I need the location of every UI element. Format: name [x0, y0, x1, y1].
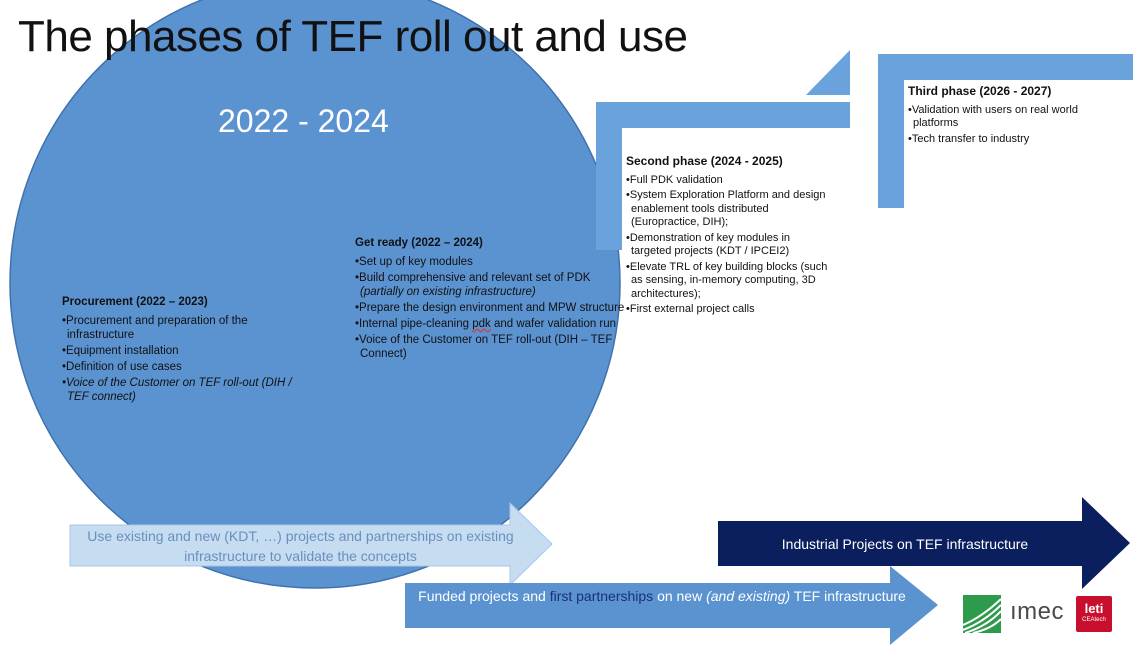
- leti-logo: leti CEAtech: [1076, 596, 1112, 632]
- list-item: Voice of the Customer on TEF roll-out (D…: [355, 333, 630, 361]
- get-ready-heading: Get ready (2022 – 2024): [355, 237, 483, 249]
- years-label: 2022 - 2024: [218, 103, 389, 139]
- list-item: Full PDK validation: [626, 174, 831, 188]
- third-phase-heading: Third phase (2026 - 2027): [908, 84, 1052, 98]
- existing-infra-arrow: [69, 501, 553, 587]
- second-phase-block: Second phase (2024 - 2025) Full PDK vali…: [626, 154, 831, 319]
- list-item: Definition of use cases: [62, 360, 312, 374]
- step-up-arrow: [596, 50, 850, 250]
- list-item: Equipment installation: [62, 344, 312, 358]
- list-item: Prepare the design environment and MPW s…: [355, 301, 630, 315]
- list-item: Internal pipe-cleaning pdk and wafer val…: [355, 317, 630, 331]
- second-phase-heading: Second phase (2024 - 2025): [626, 154, 783, 168]
- get-ready-block: Get ready (2022 – 2024) Set up of key mo…: [355, 236, 630, 363]
- industrial-projects-arrow: [718, 497, 1130, 589]
- list-item: System Exploration Platform and design e…: [626, 189, 831, 230]
- list-item: First external project calls: [626, 303, 831, 317]
- list-item: Demonstration of key modules in targeted…: [626, 232, 831, 259]
- imec-logo: ımec: [1010, 598, 1065, 625]
- green-logo-icon: [963, 595, 1001, 633]
- industrial-projects-text: Industrial Projects on TEF infrastructur…: [781, 536, 1029, 552]
- funded-projects-text: Funded projects and first partnerships o…: [418, 588, 906, 604]
- list-item: Validation with users on real world plat…: [908, 104, 1118, 131]
- page-title: The phases of TEF roll out and use: [18, 12, 688, 61]
- list-item: Build comprehensive and relevant set of …: [355, 271, 630, 299]
- funded-projects-arrow: [405, 566, 938, 645]
- list-item: Procurement and preparation of the infra…: [62, 314, 312, 342]
- third-phase-block: Third phase (2026 - 2027) Validation wit…: [908, 84, 1118, 148]
- list-item: Set up of key modules: [355, 255, 630, 269]
- procurement-block: Procurement (2022 – 2023) Procurement an…: [62, 295, 312, 406]
- list-item: Voice of the Customer on TEF roll-out (D…: [62, 376, 312, 404]
- procurement-heading: Procurement (2022 – 2023): [62, 296, 208, 308]
- list-item: Tech transfer to industry: [908, 133, 1118, 147]
- list-item: Elevate TRL of key building blocks (such…: [626, 261, 831, 302]
- step-bar: [878, 54, 1133, 208]
- existing-infra-text: Use existing and new (KDT, …) projects a…: [87, 528, 514, 564]
